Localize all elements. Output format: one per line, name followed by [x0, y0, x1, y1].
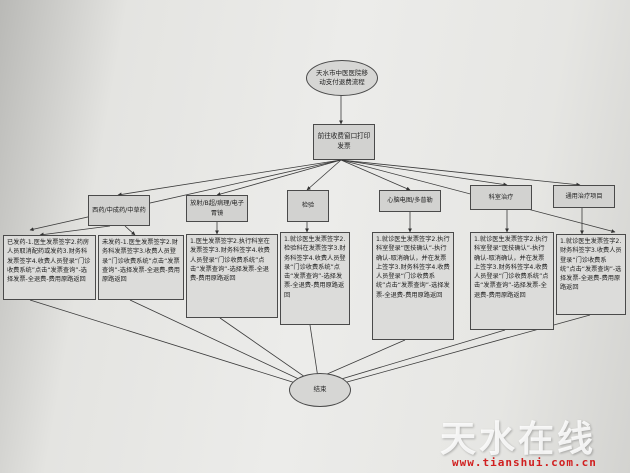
category-western-medicine: 西药/中成药/中草药: [88, 195, 150, 226]
edge-detail-4-to-end: [309, 324, 320, 379]
watermark-text: 天水在线: [440, 419, 597, 460]
category-department-treatment: 科室治疗: [470, 185, 532, 210]
edge-print-to-cat-3: [306, 159, 342, 191]
detail-text: 1.就诊医生发票签字2.检验科在发票签字3.财务科签字4.收费人员登录“门诊收费…: [284, 236, 346, 299]
category-label: 放射/B超/病理/电子胃镜: [190, 200, 244, 217]
detail-western-undispensed: 未发药-1.医生发票签字2.财务科发票签字3.收费人员登录“门诊收费系统”点击“…: [98, 235, 184, 300]
start-node-label: 天水市中医医院移动支付退费流程: [316, 68, 368, 86]
category-general-treatment: 通用治疗项目: [553, 185, 615, 208]
edge-detail-6-to-end: [317, 329, 506, 387]
edge-detail-5-to-end: [317, 339, 406, 379]
edge-print-to-cat-1: [117, 159, 342, 197]
edge-detail-1-to-end: [29, 299, 319, 391]
edge-cat-1-to-undispensed: [124, 225, 136, 236]
detail-text: 未发药-1.医生发票签字2.财务科发票签字3.收费人员登录“门诊收费系统”点击“…: [102, 239, 180, 284]
detail-text: 1.就诊医生发票签字2.执行科室登录“医技确认”-执行确认-取消确认，并在发票上…: [376, 236, 450, 299]
category-lab-test: 检验: [287, 190, 329, 222]
edge-detail-2-to-end: [129, 299, 319, 389]
edge-print-to-left-detail: [29, 159, 342, 232]
detail-text: 1.医生发票签字2.执行科室在发票签字3.财务科签字4.收费人员登录“门诊收费系…: [190, 238, 270, 283]
category-label: 心脑电图/多普勒: [387, 197, 433, 205]
category-label: 科室治疗: [488, 193, 514, 201]
edge-print-to-cat-4: [340, 159, 411, 191]
watermark-site-text: www.tianshui.com.cn: [452, 456, 597, 469]
detail-text: 1.就诊医生发票签字2.执行科室登录“医技确认”-执行确认-取消确认，并在发票上…: [474, 236, 549, 299]
category-imaging: 放射/B超/病理/电子胃镜: [186, 195, 248, 222]
detail-text: 1.就诊医生发票签字2.财务科签字3.收费人员登录“门诊收费系统”点击“发票查询…: [560, 238, 622, 292]
edge-cat-1-to-dispensed: [39, 225, 111, 237]
watermark-logo: 天水在线: [440, 410, 596, 462]
end-node: 结束: [289, 373, 351, 407]
detail-text: 已发药-1.医生发票签字2.药房人员取消配药或发药3.财务科发票签字4.收费人员…: [7, 239, 91, 284]
category-label: 西药/中成药/中草药: [92, 206, 146, 214]
start-node: 天水市中医医院移动支付退费流程: [306, 60, 378, 96]
edge-print-to-cat-2: [216, 159, 342, 196]
detail-general-treatment: 1.就诊医生发票签字2.财务科签字3.收费人员登录“门诊收费系统”点击“发票查询…: [556, 234, 626, 315]
edge-detail-3-to-end: [219, 317, 319, 387]
watermark-site: www.tianshui.com.cn: [452, 456, 597, 469]
end-node-label: 结束: [313, 385, 327, 394]
detail-imaging: 1.医生发票签字2.执行科室在发票签字3.财务科签字4.收费人员登录“门诊收费系…: [186, 234, 278, 318]
category-ecg-doppler: 心脑电图/多普勒: [379, 190, 441, 212]
detail-ecg-doppler: 1.就诊医生发票签字2.执行科室登录“医技确认”-执行确认-取消确认，并在发票上…: [372, 232, 454, 340]
edge-print-to-cat-5: [340, 159, 508, 187]
category-label: 检验: [301, 202, 315, 210]
detail-department-treatment: 1.就诊医生发票签字2.执行科室登录“医技确认”-执行确认-取消确认，并在发票上…: [470, 232, 554, 330]
print-invoice-node: 前往收费窗口打印发票: [313, 124, 375, 160]
print-invoice-label: 前往收费窗口打印发票: [317, 132, 371, 150]
category-label: 通用治疗项目: [565, 192, 603, 200]
detail-western-dispensed: 已发药-1.医生发票签字2.药房人员取消配药或发药3.财务科发票签字4.收费人员…: [3, 235, 96, 300]
edge-print-to-cat-6: [340, 159, 581, 187]
detail-lab-test: 1.就诊医生发票签字2.检验科在发票签字3.财务科签字4.收费人员登录“门诊收费…: [280, 232, 350, 325]
